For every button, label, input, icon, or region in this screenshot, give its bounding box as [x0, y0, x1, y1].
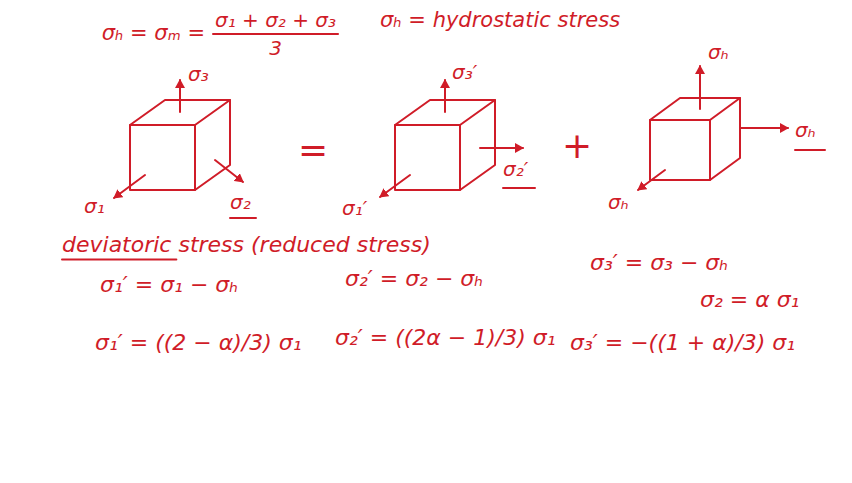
stress-label: σ₁′ [342, 196, 367, 220]
stress-arrow [380, 175, 410, 197]
stress-label: σₕ [608, 190, 629, 214]
formula-text: σₕ = σₘ = [102, 21, 205, 46]
stress-arrow [215, 160, 243, 182]
stress-arrow [740, 127, 788, 129]
formula-text: σ₃′ = σ₃ − σₕ [590, 250, 728, 276]
stress-arrow [179, 80, 181, 112]
heading-text: deviatoric stress (reduced stress) [62, 232, 431, 258]
stress-label: σ₂ [230, 190, 251, 214]
definition-text: σₕ = hydrostatic stress [380, 8, 620, 33]
stress-arrow [638, 170, 665, 190]
stress-label: σₕ [795, 118, 816, 142]
stress-cube [395, 100, 495, 190]
fraction-numerator: σ₁ + σ₂ + σ₃ [215, 8, 336, 32]
operator-sign: + [562, 124, 592, 167]
stress-arrow [114, 175, 145, 198]
fraction-bar [213, 33, 338, 35]
formula-text: σ₂ = α σ₁ [700, 287, 799, 313]
formula-text: σ₁′ = σ₁ − σₕ [100, 272, 238, 298]
underline [503, 187, 535, 189]
stress-arrow [699, 66, 701, 109]
formula-text: σ₃′ = −((1 + α)/3) σ₁ [570, 330, 795, 356]
underline [62, 258, 176, 260]
stress-cube [130, 100, 230, 190]
formula-text: σ₂′ = ((2α − 1)/3) σ₁ [335, 325, 556, 351]
formula-text: σ₂′ = σ₂ − σₕ [345, 266, 483, 292]
stress-label: σ₁ [84, 194, 105, 218]
stress-arrow [444, 80, 446, 112]
stress-label: σₕ [708, 40, 729, 64]
stress-label: σ₃ [188, 62, 209, 86]
stress-label: σ₃′ [452, 60, 477, 84]
formula-text: σ₁′ = ((2 − α)/3) σ₁ [95, 330, 302, 356]
underline [230, 217, 256, 219]
stress-label: σ₂′ [503, 157, 528, 181]
underline [795, 149, 825, 151]
fraction-denominator: 3 [269, 36, 282, 60]
operator-sign: = [298, 128, 328, 171]
stress-cube [650, 98, 740, 180]
stress-arrow [480, 147, 523, 149]
